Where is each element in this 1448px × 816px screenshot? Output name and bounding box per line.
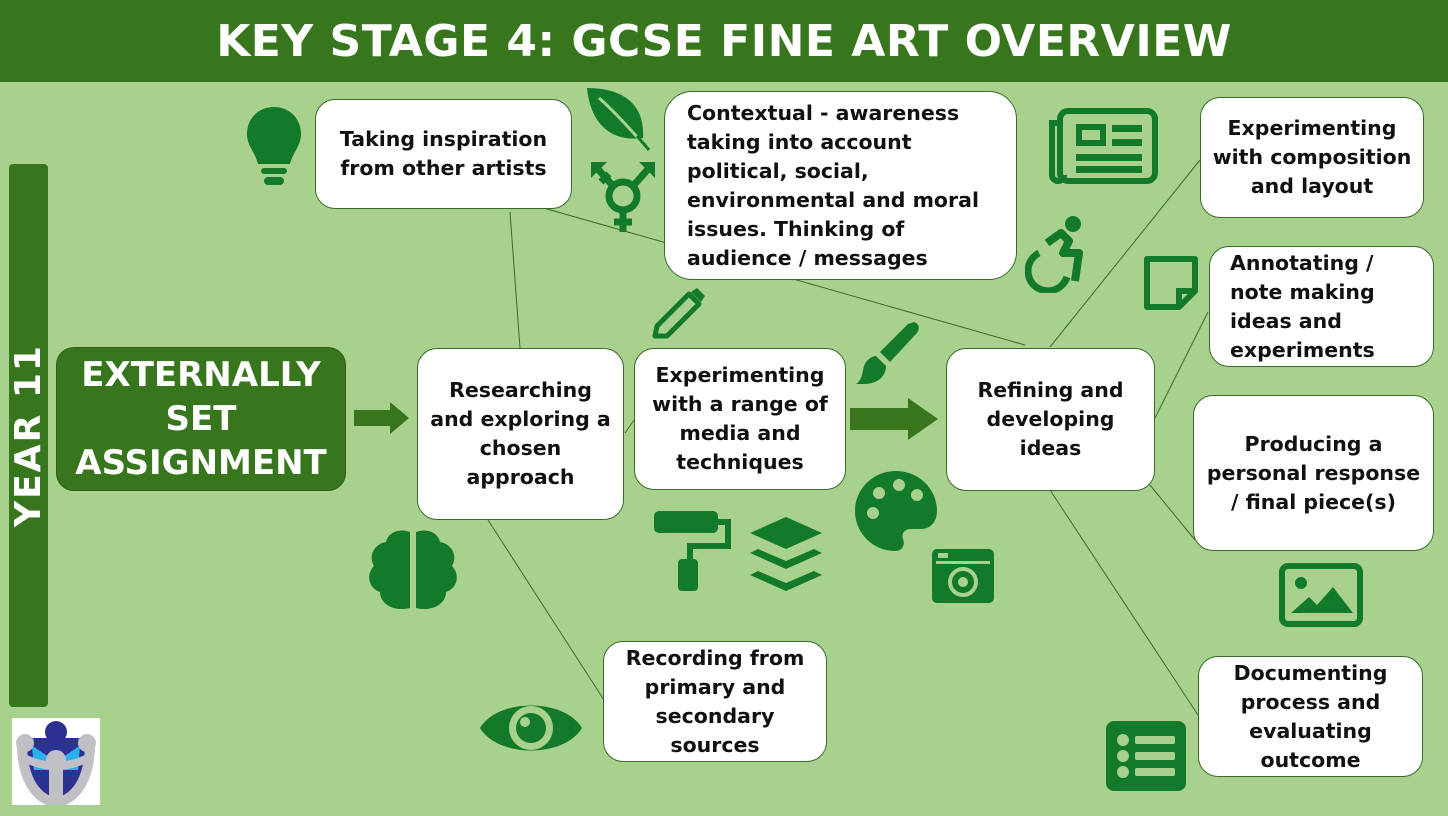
brain-icon [369, 530, 457, 610]
newspaper-icon [1049, 108, 1158, 184]
box-annotating: Annotating / note making ideas and exper… [1209, 246, 1434, 367]
box-producing: Producing a personal response / final pi… [1193, 395, 1434, 551]
box-media: Experimenting with a range of media and … [634, 348, 846, 490]
externally-set-assignment: EXTERNALLY SET ASSIGNMENT [56, 347, 346, 491]
arrow-right-icon [354, 402, 409, 434]
year-banner: YEAR 11 [8, 164, 49, 707]
palette-icon [855, 471, 937, 551]
transgender-symbol-icon [591, 162, 655, 232]
box-refining: Refining and developing ideas [946, 348, 1155, 491]
camera-icon [932, 549, 994, 603]
image-icon [1279, 563, 1363, 627]
eye-icon [480, 705, 582, 751]
school-logo [12, 718, 100, 809]
sticky-note-icon [1144, 256, 1198, 310]
list-icon [1106, 721, 1186, 791]
arrow-right-icon [850, 398, 938, 440]
box-composition: Experimenting with composition and layou… [1200, 97, 1424, 218]
leaf-icon [587, 88, 651, 152]
box-recording: Recording from primary and secondary sou… [603, 641, 827, 762]
layers-icon [750, 517, 822, 591]
pencil-icon [652, 288, 705, 339]
page-title: KEY STAGE 4: GCSE FINE ART OVERVIEW [0, 0, 1448, 82]
box-contextual: Contextual - awareness taking into accou… [664, 91, 1017, 280]
box-documenting: Documenting process and evaluating outco… [1198, 656, 1423, 777]
box-inspiration: Taking inspiration from other artists [315, 99, 572, 209]
box-researching: Researching and exploring a chosen appro… [417, 348, 624, 520]
accessibility-wheelchair-icon [1025, 216, 1083, 293]
paint-roller-icon [654, 511, 731, 591]
paintbrush-icon [856, 322, 919, 384]
lightbulb-icon [247, 107, 301, 185]
